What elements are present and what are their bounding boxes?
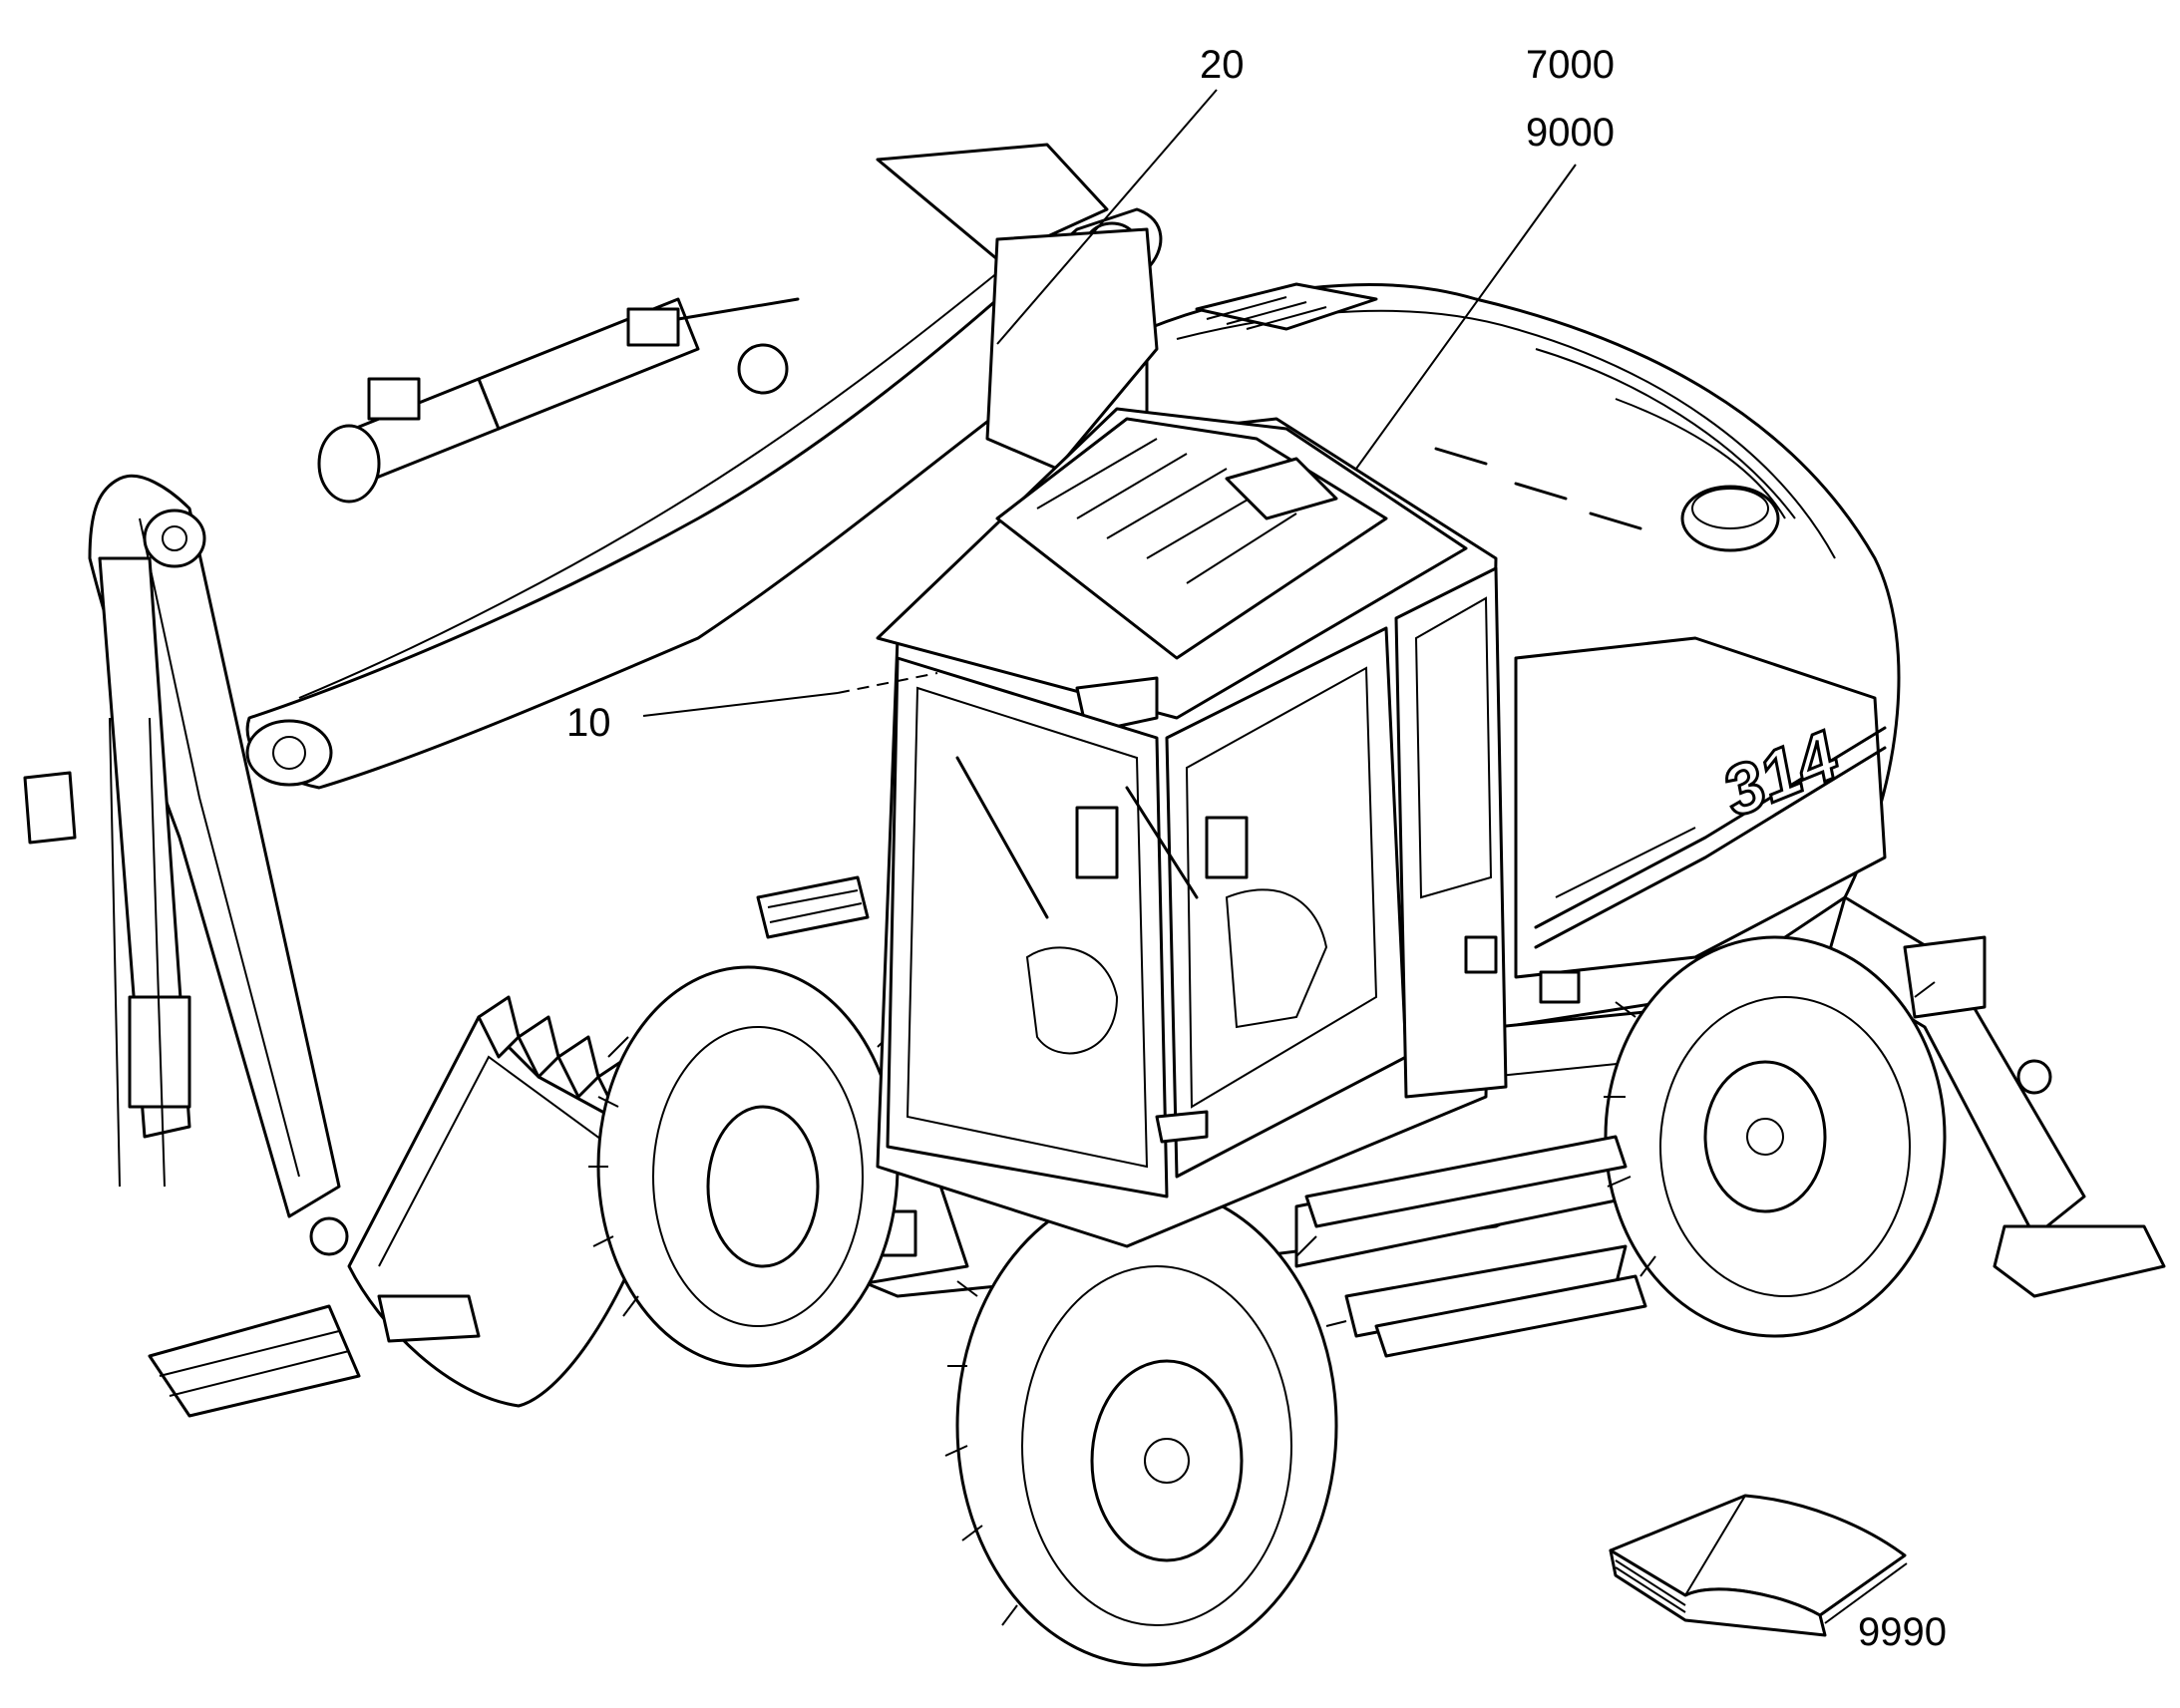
bucket: [148, 995, 680, 1418]
callout-labels: 20 7000 9000 10 9990: [566, 43, 1947, 1654]
access-steps: [756, 875, 1647, 1358]
callout-9990: 9990: [1858, 1610, 1947, 1654]
callout-10: 10: [566, 701, 611, 745]
front-right-wheel: [944, 1185, 1347, 1667]
front-left-wheel: [588, 965, 900, 1368]
dipper-arm: [23, 474, 349, 1394]
callout-20: 20: [1200, 43, 1245, 87]
callout-9000: 9000: [1526, 111, 1615, 155]
leader-10: [642, 692, 839, 717]
outrigger: [1823, 895, 2166, 1298]
boom: [245, 143, 1163, 790]
operator-cab: [876, 407, 1508, 1248]
leader-20: [996, 89, 1218, 345]
callout-7000: 7000: [1526, 43, 1615, 87]
operator-manual-book: [1609, 1494, 1908, 1637]
boom-cylinder: [317, 297, 800, 504]
leader-7000-9000: [1355, 164, 1577, 470]
callout-leaders: [642, 89, 1577, 717]
side-panel: 314: [1514, 636, 1887, 1004]
rear-right-wheel: [1604, 935, 1947, 1338]
leader-10-dashed: [837, 672, 938, 694]
